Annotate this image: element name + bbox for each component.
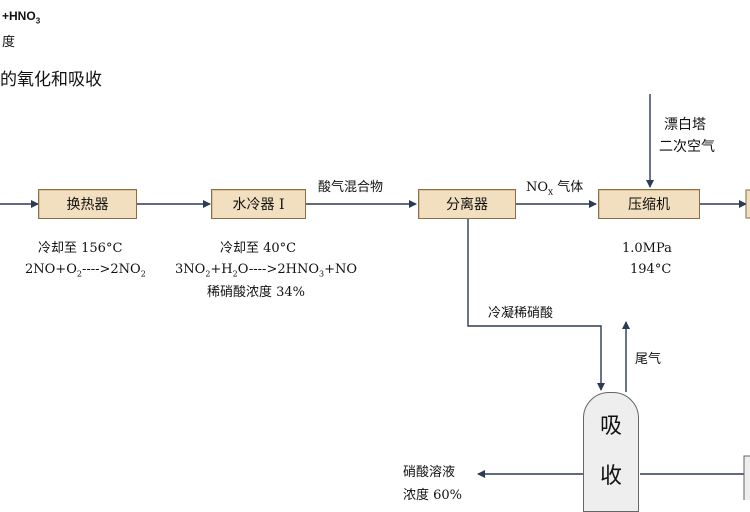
nox-gas-label: NOx 气体	[526, 180, 584, 198]
tail-gas-label: 尾气	[635, 352, 662, 367]
acid-solution-label: 硝酸溶液	[403, 465, 456, 480]
acid-gas-mixture-label: 酸气混合物	[318, 180, 384, 195]
heat-exchanger-box: 换热器	[38, 189, 137, 219]
pressure-note: 1.0MPa	[622, 241, 672, 256]
dilute-acid-concentration: 稀硝酸浓度 34%	[207, 285, 306, 300]
section-heading: 的氧化和吸收	[0, 70, 102, 90]
flow-lines	[0, 94, 750, 500]
separator-box: 分离器	[418, 189, 516, 219]
reaction-absorption: 3NO2+H2O---->2HNO3+NO	[175, 262, 358, 279]
condensed-acid-label: 冷凝稀硝酸	[488, 306, 554, 321]
cool-156-note: 冷却至 156°C	[38, 241, 123, 256]
arrow-condensed-acid	[467, 218, 605, 391]
bleach-tower-label: 漂白塔	[664, 117, 706, 133]
right-unit-edge	[743, 455, 750, 500]
cool-40-note: 冷却至 40°C	[220, 241, 297, 256]
acid-concentration-label: 浓度 60%	[403, 488, 463, 503]
absorber-label-1: 吸	[600, 414, 623, 439]
absorber-label-2: 收	[600, 464, 623, 489]
reaction-no-oxidation: 2NO+O2---->2NO2	[25, 262, 146, 279]
next-unit-edge	[745, 189, 750, 219]
compressor-box: 压缩机	[598, 189, 700, 219]
top-fragment-degree: 度	[2, 35, 16, 50]
top-fragment-formula: +HNO3	[2, 9, 41, 26]
secondary-air-label: 二次空气	[659, 139, 715, 155]
water-cooler-box: 水冷器 I	[211, 189, 306, 219]
absorber-column	[583, 392, 639, 512]
temperature-194-note: 194°C	[630, 262, 672, 277]
